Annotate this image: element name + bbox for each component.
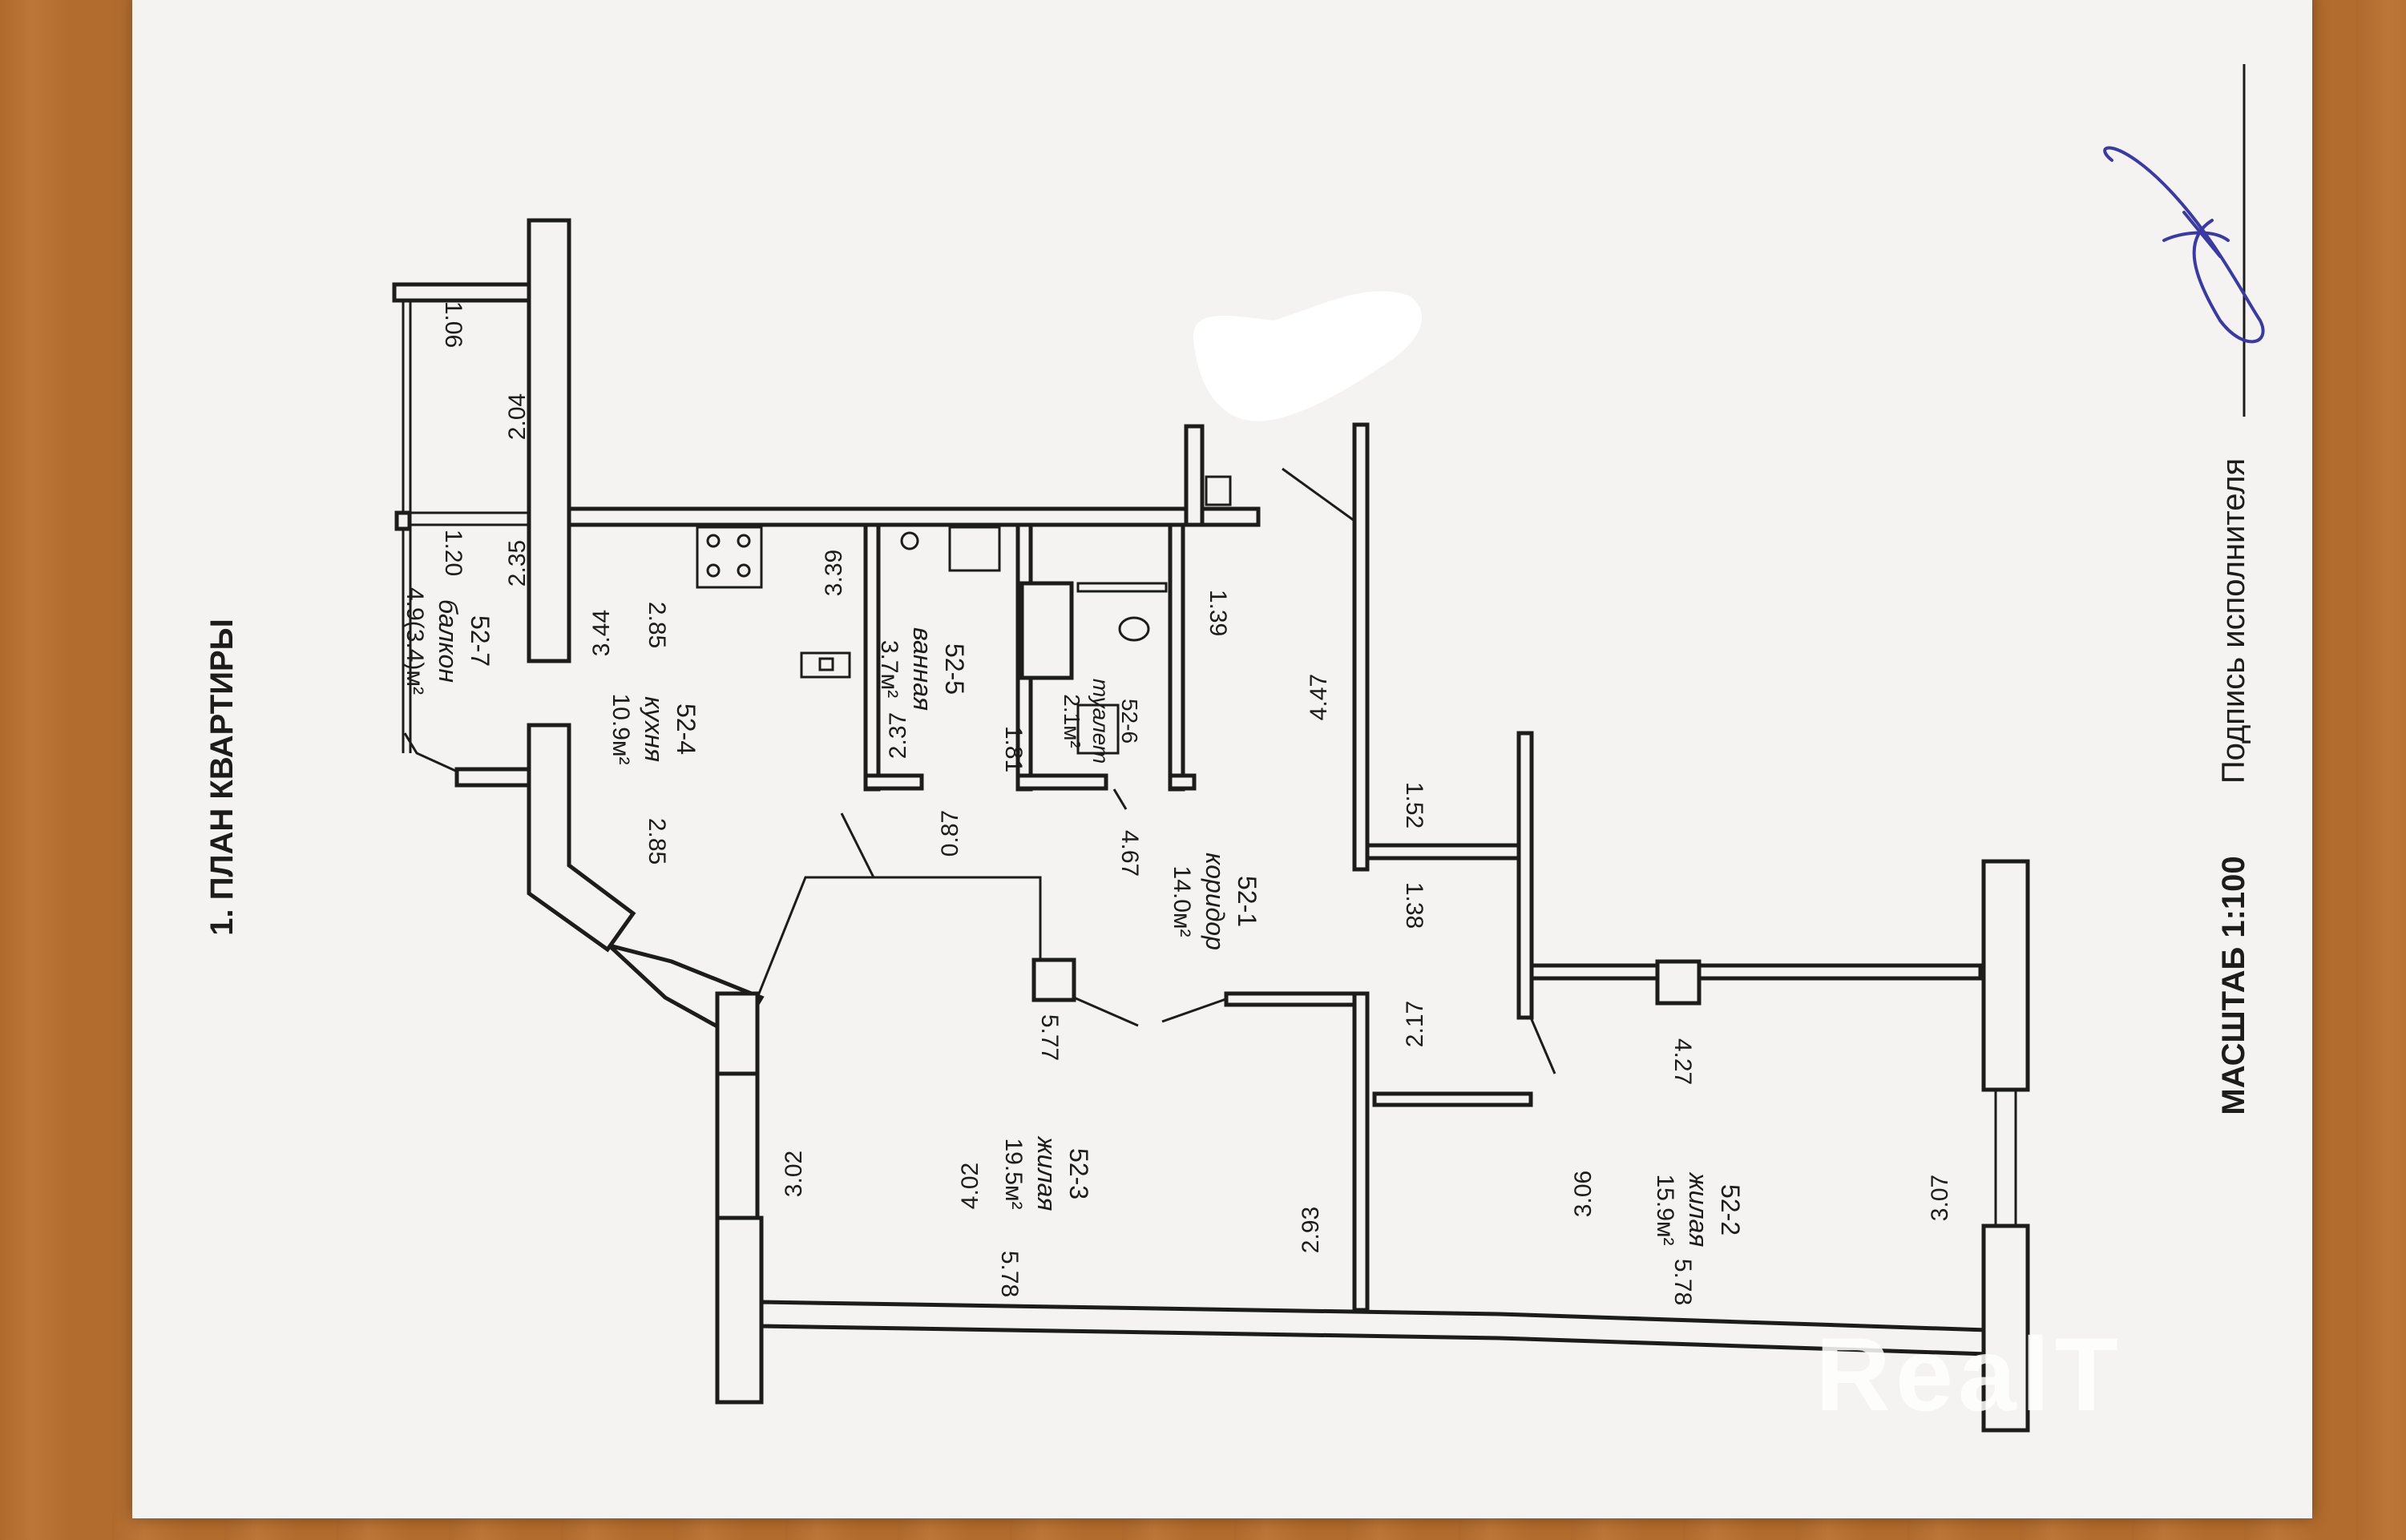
room-52-3-id: 52-3 bbox=[1064, 1148, 1093, 1199]
room-52-3-walls bbox=[756, 876, 1990, 1357]
room-label-52-3: 52-3 жилая 19.5м² bbox=[1000, 1135, 1093, 1211]
room-label-52-2: 52-2 жилая 15.9м² bbox=[1652, 1171, 1745, 1248]
room-52-2-area: 15.9м² bbox=[1652, 1174, 1678, 1245]
room-52-1-id: 52-1 bbox=[1233, 876, 1262, 927]
handwritten-signature bbox=[2103, 146, 2265, 344]
dim-bath-height: 2.37 bbox=[885, 712, 911, 759]
dim-corridor-side: 1.52 bbox=[1401, 782, 1427, 828]
room-52-7-area: 4.9(3.4)м² bbox=[402, 587, 428, 695]
room-52-3-area: 19.5м² bbox=[1000, 1138, 1027, 1209]
dim-balcony-mid: 1.20 bbox=[440, 530, 466, 576]
dim-room3-height: 4.02 bbox=[957, 1163, 983, 1209]
dim-room3-right: 2.93 bbox=[1298, 1207, 1324, 1253]
dim-balcony-top: 1.06 bbox=[440, 301, 466, 348]
room-52-2-id: 52-2 bbox=[1716, 1184, 1745, 1236]
room-label-52-4: 52-4 кухня 10.9м² bbox=[608, 693, 700, 764]
room-label-52-1: 52-1 коридор 14.0м² bbox=[1169, 853, 1262, 950]
dim-room2-left: 3.06 bbox=[1570, 1171, 1597, 1217]
redaction-blob bbox=[1193, 291, 1423, 421]
room-52-3-name: жилая bbox=[1032, 1135, 1061, 1211]
dim-room2-top: 4.27 bbox=[1669, 1038, 1696, 1085]
dim-room3-top: 5.77 bbox=[1036, 1014, 1063, 1061]
dim-corridor-side2: 1.38 bbox=[1401, 882, 1427, 929]
dim-kitchen-bottom: 2.85 bbox=[644, 818, 670, 865]
dim-room2-door: 2.17 bbox=[1402, 1001, 1428, 1047]
dim-kitchen-top: 2.85 bbox=[644, 602, 670, 648]
dim-corridor-length: 4.47 bbox=[1306, 674, 1332, 720]
room-52-4-id: 52-4 bbox=[672, 703, 700, 755]
dimension-labels: 1.06 2.04 1.20 2.35 3.44 2.85 3.39 2.85 … bbox=[440, 301, 1953, 1305]
bathroom-walls bbox=[696, 522, 1197, 792]
room-52-5-id: 52-5 bbox=[940, 643, 969, 695]
room-52-4-area: 10.9м² bbox=[608, 693, 634, 764]
plan-title: 1. ПЛАН КВАРТИРЫ bbox=[204, 619, 240, 936]
dim-room3-bottom: 5.78 bbox=[996, 1251, 1023, 1297]
dim-door-gap: 0.87 bbox=[937, 810, 963, 857]
dim-room2-right: 3.07 bbox=[1927, 1175, 1953, 1221]
scale-label: МАСШТАБ 1:100 bbox=[2216, 856, 2251, 1115]
dim-bath-width: 1.81 bbox=[1000, 726, 1027, 772]
room-52-6-id: 52-6 bbox=[1117, 699, 1142, 744]
room-52-1-name: коридор bbox=[1201, 853, 1229, 950]
room-52-6-area: 2.1м² bbox=[1060, 694, 1084, 748]
room-52-6-name: туалет bbox=[1088, 679, 1113, 764]
room-52-2-walls bbox=[1981, 859, 2030, 1433]
dim-balcony-side: 2.04 bbox=[504, 393, 531, 440]
kitchen-walls bbox=[527, 218, 1261, 1405]
floor-plan-sheet: 52-7 балкон 4.9(3.4)м² 52-4 кухня 10.9м²… bbox=[132, 0, 2312, 1518]
room-52-7-id: 52-7 bbox=[466, 615, 495, 667]
room-52-5-name: ванная bbox=[908, 627, 937, 711]
corridor-walls bbox=[840, 422, 1983, 1107]
balcony-outline bbox=[392, 282, 539, 788]
dim-room2-bottom: 5.78 bbox=[1669, 1259, 1696, 1305]
room-label-52-7: 52-7 балкон 4.9(3.4)м² bbox=[402, 587, 495, 695]
room-52-5-area: 3.7м² bbox=[876, 640, 902, 698]
dim-corridor-width: 4.67 bbox=[1116, 830, 1143, 877]
signature-label: Подпись исполнителя bbox=[2216, 458, 2251, 784]
dim-kitchen-height: 3.39 bbox=[821, 550, 847, 596]
dim-balcony-left: 2.35 bbox=[504, 540, 531, 587]
realt-watermark: RealT bbox=[1815, 1316, 2123, 1433]
dim-toilet-width: 1.39 bbox=[1205, 590, 1231, 636]
room-52-7-name: балкон bbox=[434, 599, 462, 683]
dim-room3-left: 3.02 bbox=[781, 1151, 807, 1197]
dim-kitchen-wall: 3.44 bbox=[588, 610, 615, 656]
room-label-52-6: 52-6 туалет 2.1м² bbox=[1060, 679, 1142, 764]
room-label-52-5: 52-5 ванная 3.7м² bbox=[876, 627, 969, 711]
room-52-1-area: 14.0м² bbox=[1169, 865, 1195, 937]
room-52-2-name: жилая bbox=[1684, 1171, 1713, 1248]
floor-plan-drawing: 52-7 балкон 4.9(3.4)м² 52-4 кухня 10.9м²… bbox=[204, 64, 2265, 1433]
room-52-4-name: кухня bbox=[640, 696, 668, 762]
